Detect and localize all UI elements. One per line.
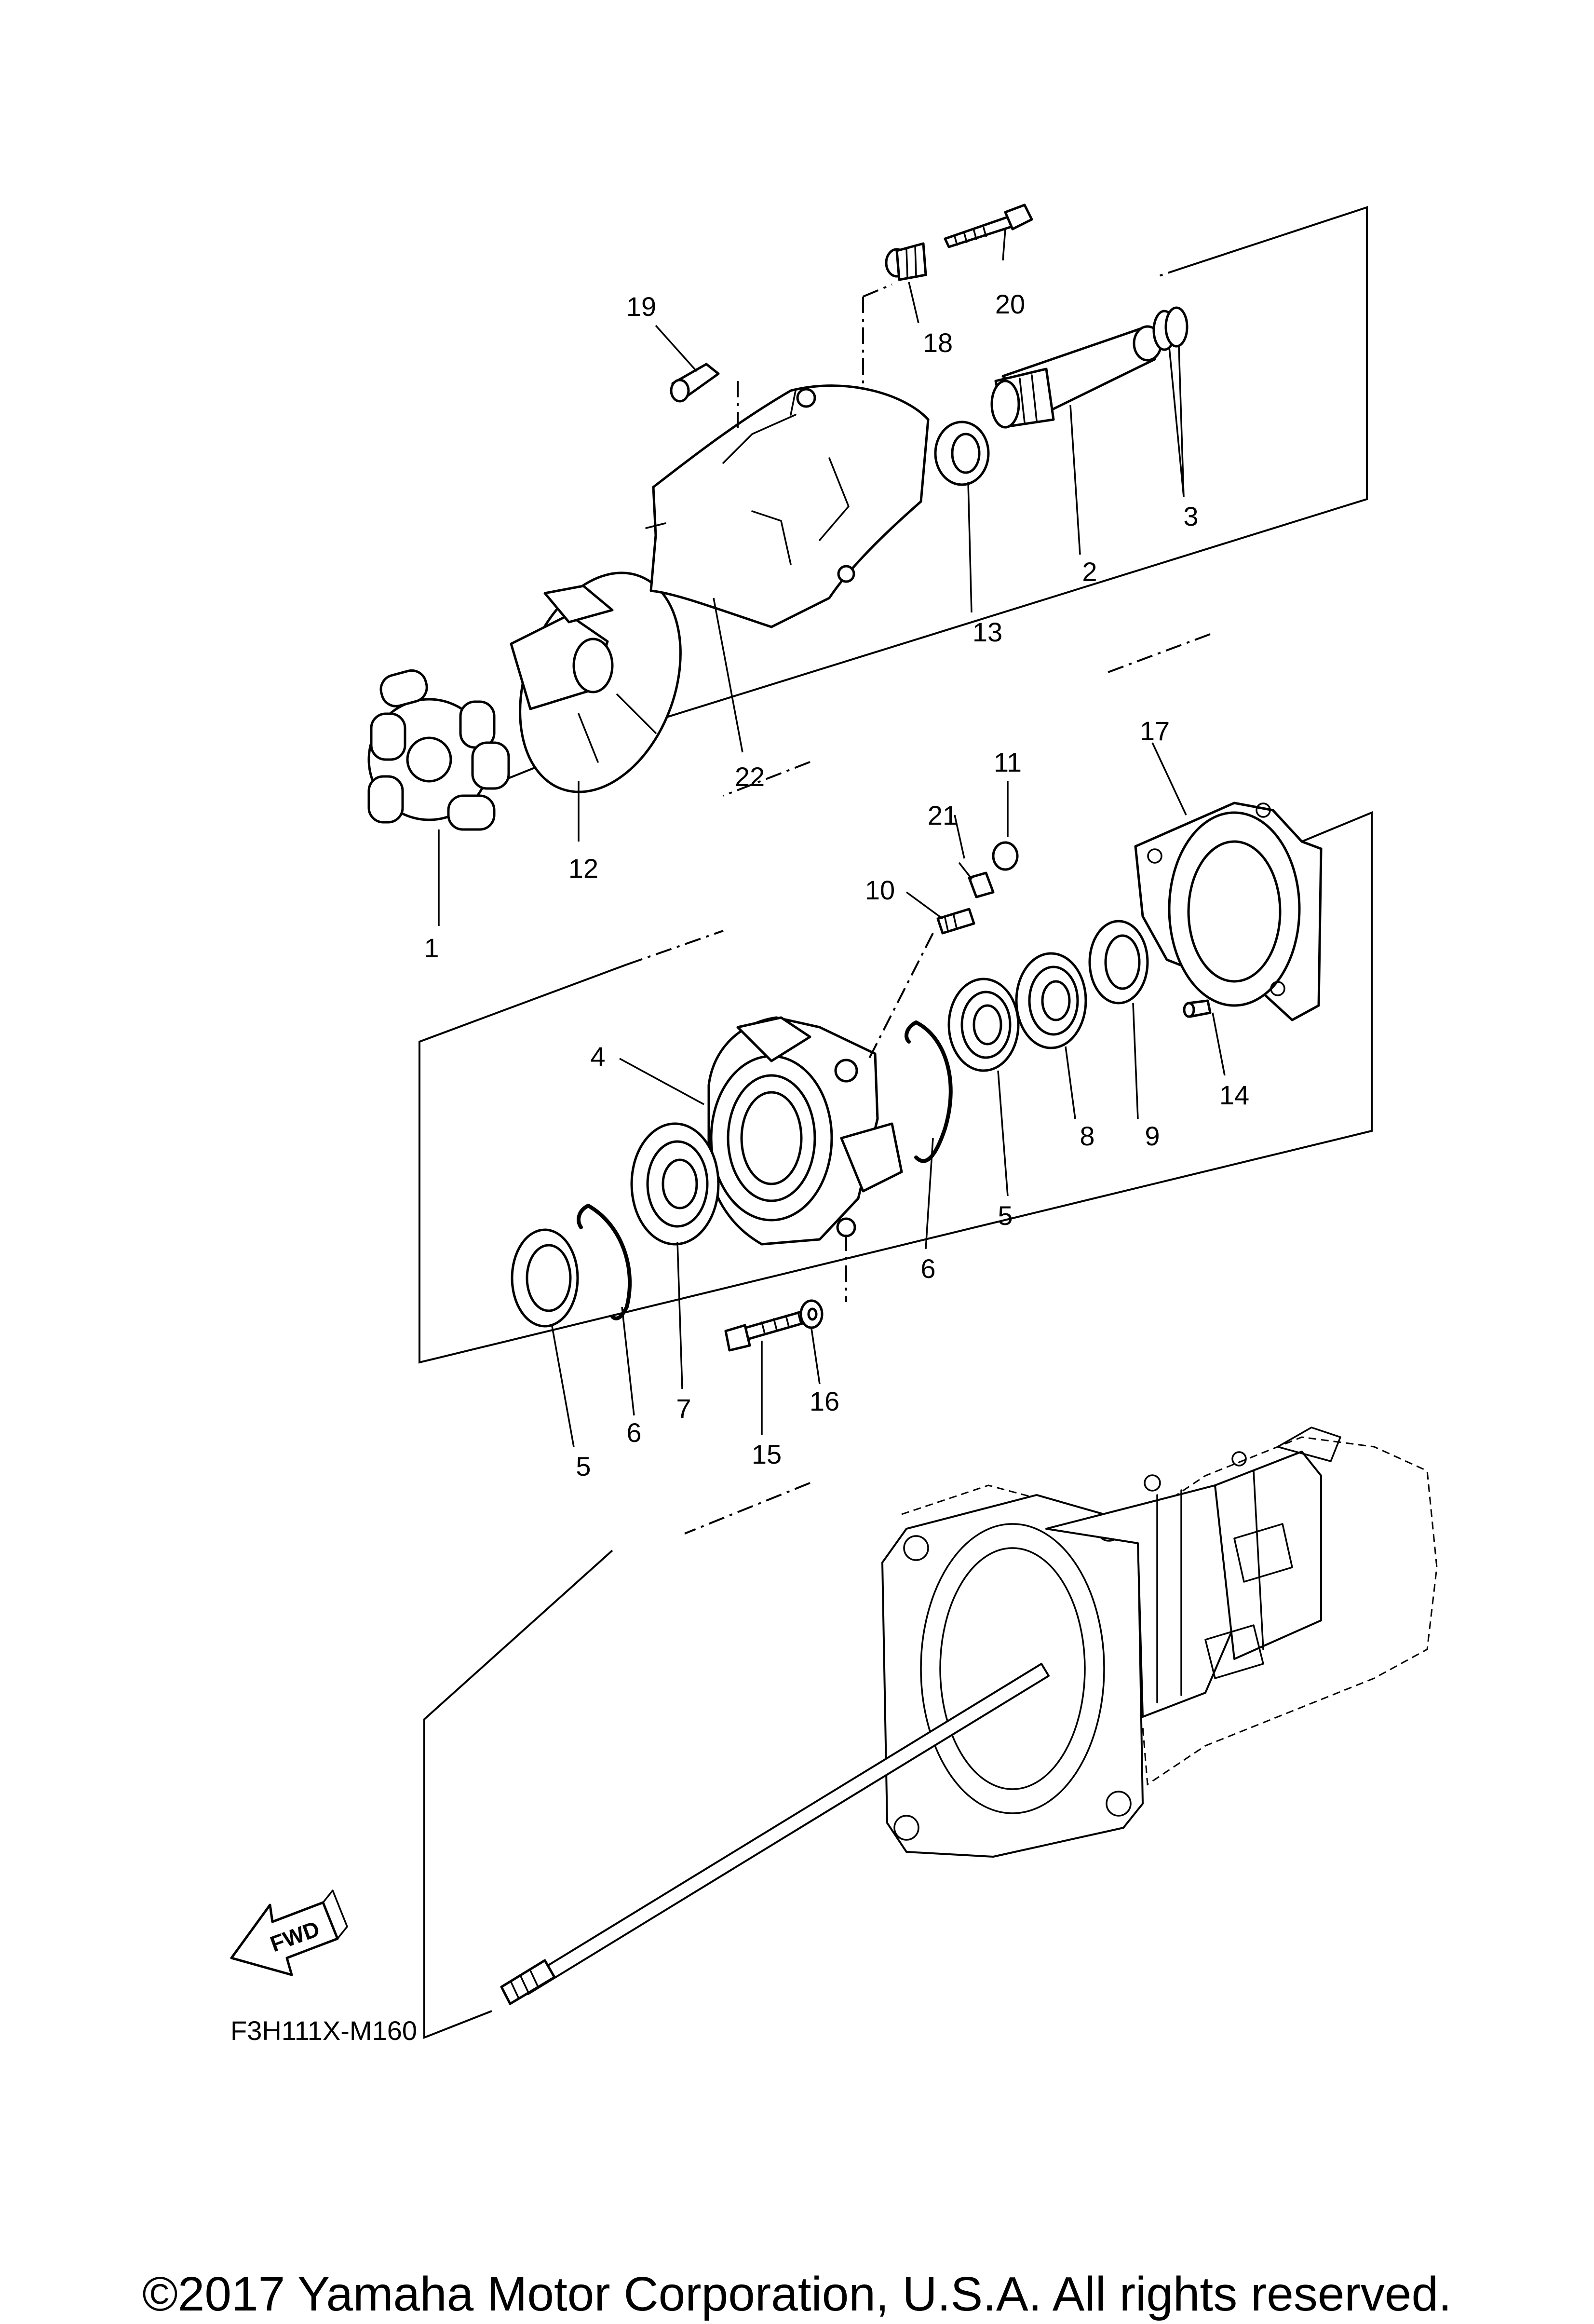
part-21-fitting (959, 862, 995, 898)
part-2-shaft (990, 325, 1162, 429)
callout-6a: 6 (920, 1253, 935, 1284)
part-5-seal-lower (511, 1228, 579, 1328)
alignment-lines (684, 284, 1211, 1535)
diagram-code: F3H111X-M160 (230, 2015, 417, 2046)
middle-group-frame (419, 811, 1373, 1364)
callout-5a: 5 (998, 1200, 1013, 1231)
callout-15: 15 (752, 1439, 782, 1469)
callout-21: 21 (928, 800, 958, 830)
callout-22: 22 (735, 761, 765, 792)
part-8-bearing (1015, 952, 1087, 1049)
callout-5b: 5 (576, 1451, 591, 1481)
part-3-o-rings (1152, 306, 1189, 351)
callout-9: 9 (1145, 1121, 1160, 1151)
part-1-damper (367, 669, 510, 831)
callout-10: 10 (865, 875, 895, 905)
callout-8: 8 (1080, 1121, 1094, 1151)
bottom-group-frame (423, 1549, 613, 2039)
callout-13: 13 (973, 617, 1002, 647)
callout-17: 17 (1140, 716, 1170, 746)
callout-20: 20 (995, 289, 1025, 319)
callout-12: 12 (568, 853, 598, 883)
part-16-washer (799, 1299, 824, 1329)
callout-19: 19 (626, 291, 656, 322)
callout-16: 16 (810, 1386, 839, 1416)
callout-14: 14 (1219, 1080, 1249, 1110)
part-13-seal (934, 421, 990, 486)
part-14-dowel (1183, 999, 1212, 1018)
part-18-spring (885, 242, 927, 281)
callout-2: 2 (1082, 557, 1097, 587)
callout-3: 3 (1183, 501, 1198, 531)
part-9-seal (1088, 920, 1149, 1005)
drive-shaft-reference (500, 1663, 1050, 2005)
part-12-coupler (510, 571, 682, 793)
part-17-cover (1134, 802, 1323, 1021)
part-7-bearing (630, 1122, 720, 1246)
copyright-notice: ©2017 Yamaha Motor Corporation, U.S.A. A… (142, 2267, 1452, 2321)
part-5-bearing-upper (947, 978, 1020, 1072)
part-6-circlip-lower (577, 1204, 632, 1320)
fwd-arrow-icon: FWD (230, 1889, 348, 1976)
callout-7: 7 (676, 1393, 691, 1424)
callout-4: 4 (590, 1041, 605, 1072)
part-11-cap (992, 841, 1019, 871)
callouts: 1 2 3 4 5 5 6 6 7 8 9 10 11 12 13 14 15 … (424, 289, 1249, 1481)
part-6-circlip-upper (905, 1020, 953, 1163)
leader-lines (438, 229, 1226, 1447)
part-20-bolt (944, 204, 1033, 248)
callout-1: 1 (424, 933, 439, 963)
callout-6b: 6 (626, 1417, 641, 1448)
part-10-grease-nipple (936, 908, 975, 935)
callout-11: 11 (994, 747, 1022, 777)
part-4-bearing-housing (707, 1016, 903, 1246)
callout-18: 18 (923, 327, 953, 358)
part-22-cover (645, 384, 930, 628)
jet-pump-reference (881, 1427, 1438, 1858)
